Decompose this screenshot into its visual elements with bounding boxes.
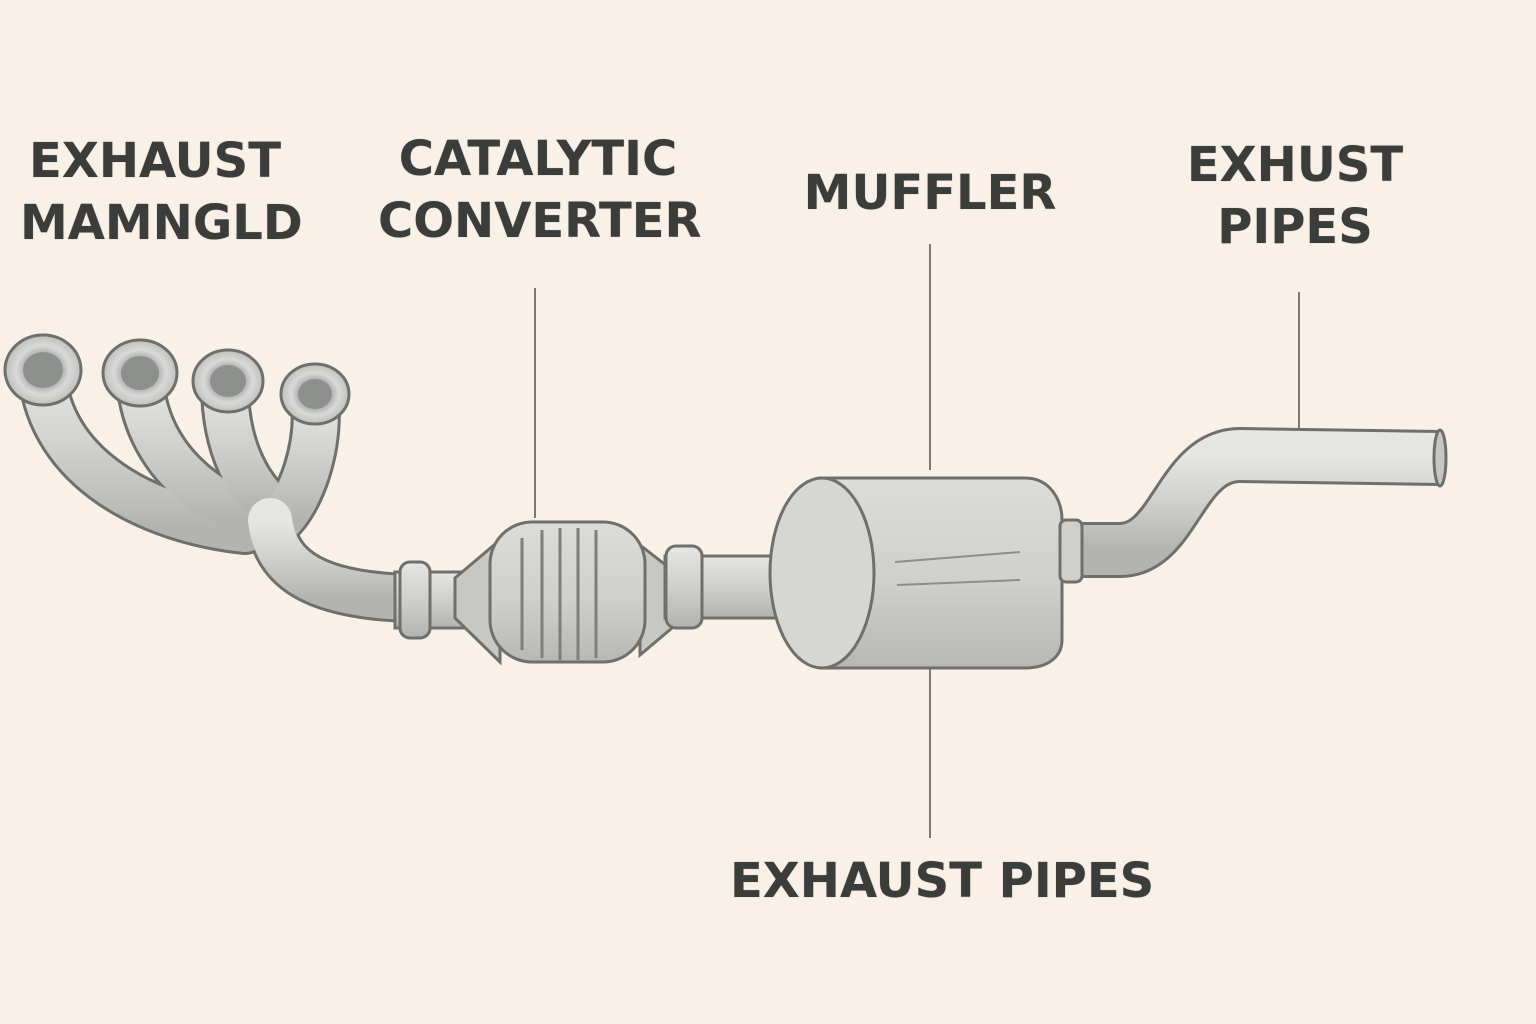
- muffler: [768, 476, 1064, 670]
- label-exhaust-pipes-top-line1: EXHUST: [1186, 137, 1404, 193]
- tail-pipe-coupler: [1058, 518, 1084, 584]
- catalytic-converter: [453, 520, 674, 666]
- label-exhaust-pipes-top: EXHUST PIPES: [1175, 134, 1415, 258]
- label-muffler-line1: MUFFLER: [803, 165, 1057, 221]
- label-catalytic-converter-line1: CATALYTIC: [398, 131, 678, 187]
- front-pipe-coupler: [398, 560, 432, 640]
- catalytic-converter-ribs: [520, 528, 598, 660]
- tail-pipe: [1058, 427, 1448, 584]
- front-pipe: [393, 560, 467, 640]
- tail-pipe-outlet: [1432, 428, 1448, 488]
- label-exhaust-manifold: EXHAUST MAMNGLD: [20, 130, 303, 254]
- exhaust-manifold: [3, 333, 435, 623]
- label-muffler: MUFFLER: [800, 162, 1060, 224]
- label-catalytic-converter: CATALYTIC CONVERTER: [378, 128, 702, 252]
- manifold-flanges: [3, 333, 351, 426]
- label-exhaust-manifold-line1: EXHAUST: [29, 133, 281, 189]
- label-exhaust-pipes-top-line2: PIPES: [1217, 199, 1373, 255]
- intermediate-pipe-coupler: [664, 544, 704, 630]
- label-exhaust-pipes-bottom-line1: EXHAUST PIPES: [730, 853, 1155, 909]
- muffler-seam-lines: [894, 551, 1021, 586]
- leader-lines: [534, 244, 1300, 838]
- muffler-end-cap: [768, 476, 876, 670]
- label-exhaust-pipes-bottom: EXHAUST PIPES: [730, 850, 1155, 912]
- label-catalytic-converter-line2: CONVERTER: [378, 193, 702, 249]
- label-exhaust-manifold-line2: MAMNGLD: [20, 195, 303, 251]
